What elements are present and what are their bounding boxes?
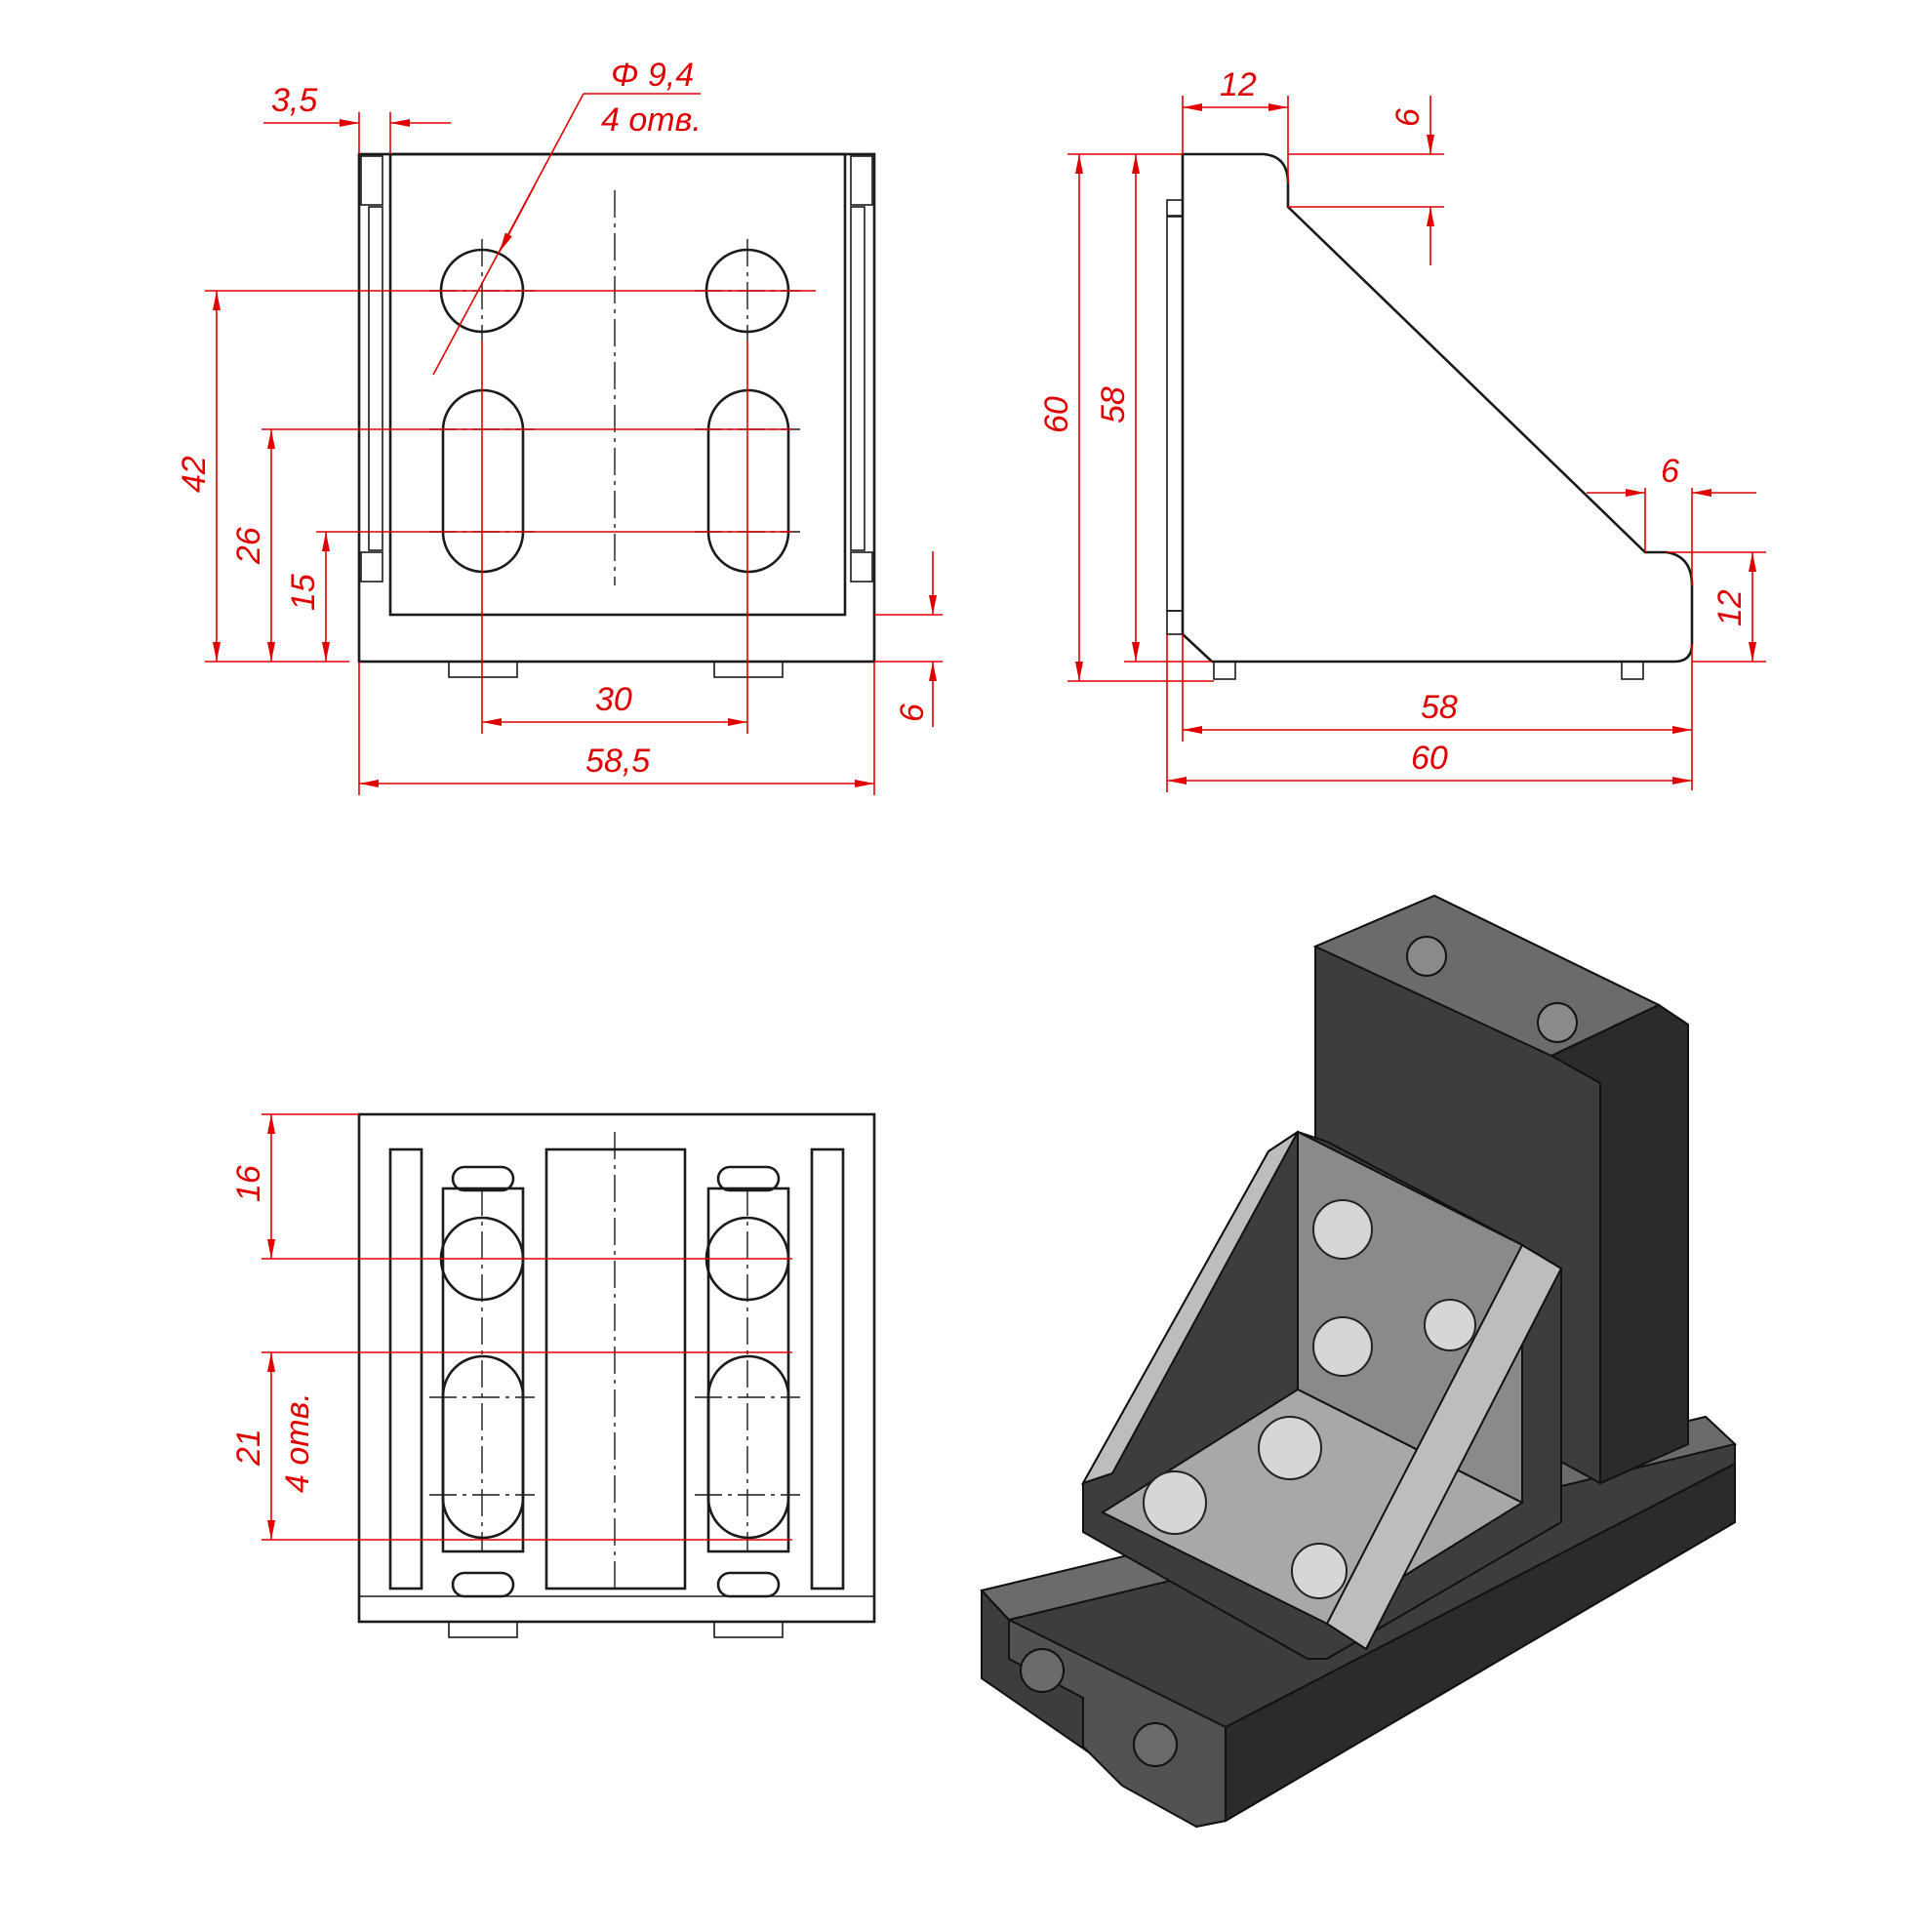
profile-core-hole	[1020, 1648, 1065, 1693]
dim-base-60: 60	[1411, 740, 1448, 777]
side-foot	[1213, 661, 1236, 680]
nut-cap	[451, 1165, 515, 1192]
front-view: 3,5 Φ 9,4 4 отв. 42 26 15 6	[176, 57, 943, 795]
bottom-center-channel	[544, 1147, 687, 1590]
right-flange-bottom	[850, 551, 873, 583]
dim-height-42: 42	[176, 456, 213, 493]
side-back	[1166, 216, 1184, 612]
tnut-tab-left	[448, 661, 518, 678]
dim-top-6: 6	[1389, 108, 1427, 127]
bracket-rib-left	[1080, 1131, 1299, 1485]
bottom-view: 16 21 4 отв.	[230, 1112, 876, 1638]
right-flange-mid	[850, 206, 865, 551]
nut-cap	[451, 1571, 515, 1598]
screw-icon	[1291, 1543, 1348, 1599]
bottom-dimensions: 16 21 4 отв.	[230, 1113, 792, 1541]
left-flange-bottom	[360, 551, 383, 583]
slot-right	[706, 388, 790, 574]
bracket-rib-right	[1325, 1243, 1563, 1651]
screw-icon	[1312, 1199, 1373, 1260]
dim-height-15: 15	[285, 574, 322, 611]
dim-hole-spacing: 30	[595, 681, 632, 718]
tnut-tab	[448, 1621, 518, 1638]
dim-height-26: 26	[230, 527, 267, 565]
front-view-plate	[388, 152, 847, 617]
slot-left	[441, 388, 525, 574]
slot	[706, 1354, 790, 1540]
front-view-outline	[357, 152, 876, 664]
screw-icon	[1143, 1470, 1207, 1535]
nut-cap	[716, 1571, 781, 1598]
left-flange-mid	[368, 206, 383, 551]
nut-column-left	[441, 1187, 525, 1553]
bottom-view-outline	[357, 1112, 876, 1624]
side-dimensions: 12 6 60 58 6 12	[1038, 66, 1766, 792]
dim-overall-width: 58,5	[585, 743, 650, 780]
vertical-profile-side	[1549, 1003, 1689, 1485]
dim-base-58: 58	[1421, 689, 1458, 726]
side-view: 12 6 60 58 6 12	[1038, 66, 1766, 792]
front-dimensions: 3,5 Φ 9,4 4 отв. 42 26 15 6	[176, 57, 943, 795]
dim-side-thickness: 3,5	[271, 82, 317, 119]
dim-right-12: 12	[1711, 589, 1749, 626]
bottom-rail-left	[388, 1147, 423, 1590]
left-flange-top	[360, 155, 383, 206]
profile-core-hole	[1537, 1002, 1578, 1043]
tnut-tab	[713, 1621, 784, 1638]
dim-16: 16	[230, 1165, 267, 1202]
dim-height-60: 60	[1038, 396, 1075, 433]
side-nub	[1166, 610, 1184, 635]
dim-hole-count: 4 отв.	[601, 101, 702, 139]
side-nub	[1166, 199, 1184, 217]
profile-core-hole	[1406, 936, 1447, 977]
slot	[441, 1354, 525, 1540]
bracket-horizontal-face	[1100, 1388, 1525, 1626]
dim-top-12: 12	[1220, 66, 1257, 103]
dim-21: 21	[230, 1429, 267, 1467]
tnut-tab-right	[713, 661, 784, 678]
dim-slot-count: 4 отв.	[279, 1392, 316, 1493]
profile-core-hole	[1133, 1722, 1178, 1767]
right-flange-top	[850, 155, 873, 206]
screw-icon	[1258, 1416, 1322, 1480]
bottom-rail-right	[810, 1147, 845, 1590]
side-view-outline	[1181, 152, 1694, 664]
dim-bottom-6: 6	[894, 704, 931, 722]
nut-column-right	[706, 1187, 790, 1553]
dim-height-58: 58	[1095, 386, 1132, 423]
screw-icon	[1312, 1316, 1373, 1377]
nut-cap	[716, 1165, 781, 1192]
dim-hole-diameter: Φ 9,4	[611, 57, 694, 94]
corner-bracket-assembly-icon	[980, 894, 1738, 1829]
dim-right-6: 6	[1661, 453, 1679, 490]
screw-icon	[1424, 1299, 1476, 1351]
side-foot	[1621, 661, 1644, 680]
